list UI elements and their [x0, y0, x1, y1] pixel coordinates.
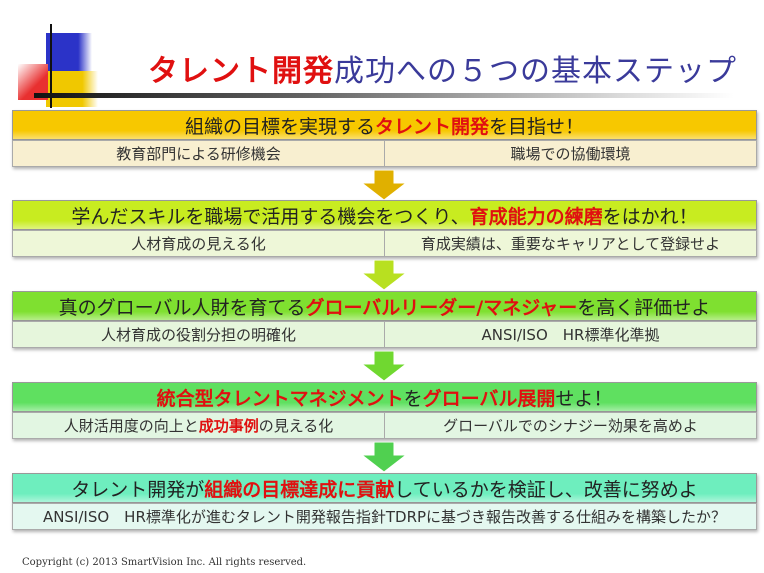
subitem-right: ANSI/ISO HR標準化準拠 [384, 322, 756, 347]
step-subitems: 人材育成の役割分担の明確化 ANSI/ISO HR標準化準拠 [12, 321, 757, 348]
step-1: 組織の目標を実現するタレント開発を目指せ！ 教育部門による研修機会 職場での協働環境 [12, 110, 757, 167]
text-segment: 教育部門による研修機会 [116, 145, 281, 163]
text-segment: 組織の目標を実現する [184, 115, 375, 138]
step-heading: 真のグローバル人財を育てるグローバルリーダー/マネジャーを高く評価せよ [12, 291, 757, 321]
step-4: 統合型タレントマネジメントをグローバル展開せよ！人財活用度の向上と成功事例の見え… [12, 382, 757, 439]
step-2: 学んだスキルを職場で活用する機会をつくり、育成能力の練磨をはかれ！人材育成の見え… [12, 200, 757, 257]
text-segment: 人財活用度の向上と [63, 417, 199, 435]
step-subitems: ANSI/ISO HR標準化が進むタレント開発報告指針TDRPに基づき報告改善す… [12, 503, 757, 530]
subitem-left: 人財活用度の向上と成功事例の見える化 [13, 413, 384, 438]
step-subitems: 人材育成の見える化 育成実績は、重要なキャリアとして登録せよ [12, 230, 757, 257]
text-segment: を目指せ！ [489, 115, 585, 138]
text-segment: の見える化 [258, 417, 334, 435]
subitem-left: 教育部門による研修機会 [13, 141, 384, 166]
text-segment: 職場での協働環境 [510, 145, 631, 163]
emphasis-text: タレント開発 [374, 115, 489, 138]
yellow-square-decoration [46, 71, 98, 107]
text-segment: をはかれ！ [602, 205, 698, 228]
down-arrow-icon [362, 170, 406, 200]
emphasis-text: 組織の目標達成に貢献 [204, 478, 395, 501]
subitem-right: 職場での協働環境 [384, 141, 756, 166]
text-segment: 人材育成の見える化 [131, 235, 266, 253]
copyright: Copyright (c) 2013 SmartVision Inc. All … [22, 557, 307, 568]
text-segment: 人材育成の役割分担の明確化 [100, 326, 296, 344]
step-subitems: 人財活用度の向上と成功事例の見える化 グローバルでのシナジー効果を高めよ [12, 412, 757, 439]
emphasis-text: 統合型タレントマネジメント [156, 387, 404, 410]
subitem-left: 人材育成の見える化 [13, 231, 384, 256]
text-segment: 学んだスキルを職場で活用する機会をつくり、 [71, 205, 470, 228]
text-segment: 育成実績は、重要なキャリアとして登録せよ [420, 235, 721, 253]
blue-square-decoration [46, 33, 92, 71]
step-heading: タレント開発が組織の目標達成に貢献しているかを検証し、改善に努めよ [12, 473, 757, 503]
emphasis-text: 育成能力の練磨 [469, 205, 603, 228]
emphasis-text: グローバルリーダー/マネジャー [305, 296, 578, 319]
text-segment: ANSI/ISO HR標準化が進むタレント開発報告指針TDRPに基づき報告改善す… [42, 508, 727, 526]
emphasis-text: グローバル展開 [422, 387, 556, 410]
step-heading: 学んだスキルを職場で活用する機会をつくり、育成能力の練磨をはかれ！ [12, 200, 757, 230]
text-segment: グローバルでのシナジー効果を高めよ [443, 417, 698, 435]
step-heading: 組織の目標を実現するタレント開発を目指せ！ [12, 110, 757, 140]
step-3: 真のグローバル人財を育てるグローバルリーダー/マネジャーを高く評価せよ人材育成の… [12, 291, 757, 348]
step-subitems: 教育部門による研修機会 職場での協働環境 [12, 140, 757, 167]
emphasis-text: タレント開発 [148, 54, 334, 89]
text-segment: ANSI/ISO HR標準化準拠 [481, 326, 660, 344]
down-arrow-icon [362, 442, 406, 472]
step-heading: 統合型タレントマネジメントをグローバル展開せよ！ [12, 382, 757, 412]
subitem-left: ANSI/ISO HR標準化が進むタレント開発報告指針TDRPに基づき報告改善す… [13, 504, 756, 529]
title-underline [34, 93, 734, 98]
emphasis-text: 成功事例 [198, 417, 259, 435]
down-arrow-icon [362, 351, 406, 381]
subitem-left: 人材育成の役割分担の明確化 [13, 322, 384, 347]
text-segment: 真のグローバル人財を育てる [58, 296, 306, 319]
text-segment: を高く評価せよ [577, 296, 711, 319]
text-segment: しているかを検証し、改善に努めよ [394, 478, 698, 501]
text-segment: 成功への５つの基本ステップ [334, 54, 737, 89]
text-segment: せよ！ [555, 387, 613, 410]
subitem-right: グローバルでのシナジー効果を高めよ [384, 413, 756, 438]
step-5: タレント開発が組織の目標達成に貢献しているかを検証し、改善に努めよ ANSI/IS… [12, 473, 757, 530]
text-segment: を [403, 387, 423, 410]
subitem-right: 育成実績は、重要なキャリアとして登録せよ [384, 231, 756, 256]
text-segment: タレント開発が [71, 478, 205, 501]
vertical-line-decoration [50, 24, 52, 108]
page-title: タレント開発成功への５つの基本ステップ [148, 46, 737, 90]
down-arrow-icon [362, 260, 406, 290]
